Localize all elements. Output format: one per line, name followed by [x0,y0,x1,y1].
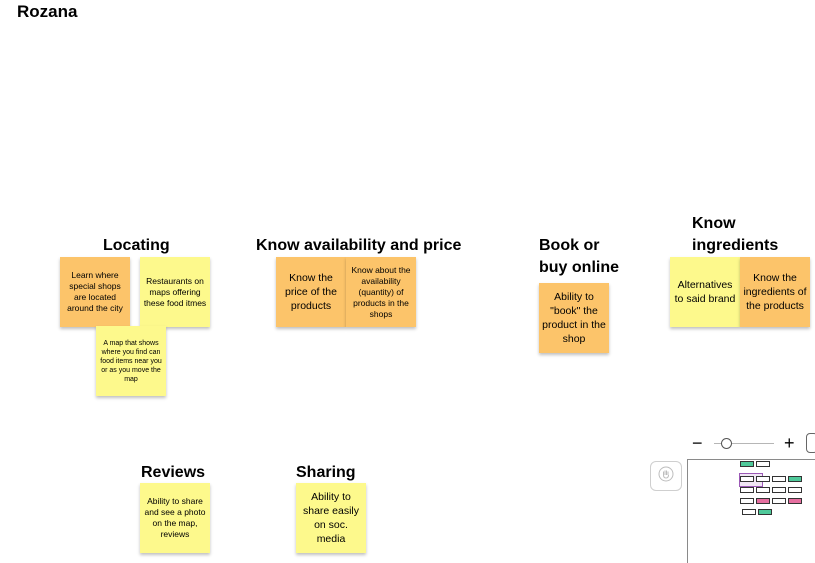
heading-book-buy[interactable]: Book or buy online [539,235,619,279]
minimap-item [740,487,754,493]
minimap-item [742,509,756,515]
heading-line: ingredients [692,237,779,254]
sticky-note[interactable]: A map that shows where you find can food… [96,326,166,396]
heading-line: Book or [539,237,600,254]
sticky-note[interactable]: Learn where special shops are located ar… [60,257,130,327]
sticky-note[interactable]: Ability to share and see a photo on the … [140,483,210,553]
minimap[interactable] [687,459,815,563]
minimap-item [772,476,786,482]
sticky-note[interactable]: Restaurants on maps offering these food … [140,257,210,327]
heading-sharing[interactable]: Sharing [296,464,356,481]
zoom-in-button[interactable]: + [784,433,795,453]
zoom-control: − + [688,432,815,454]
board-title: Rozana [17,2,78,21]
minimap-item [758,509,772,515]
minimap-item [756,476,770,482]
minimap-item [740,476,754,482]
sticky-note[interactable]: Ability to "book" the product in the sho… [539,283,609,353]
minimap-item [772,498,786,504]
heading-know-ingredients[interactable]: Know ingredients [692,213,778,257]
minimap-item [756,461,770,467]
zoom-out-button[interactable]: − [692,433,703,453]
heading-line: Know [692,215,736,232]
minimap-item [740,461,754,467]
minimap-item [788,476,802,482]
heading-availability-price[interactable]: Know availability and price [256,237,462,254]
pan-tool-button[interactable] [650,461,682,491]
heading-locating[interactable]: Locating [103,237,170,254]
minimap-item [756,498,770,504]
minimap-item [756,487,770,493]
sticky-note[interactable]: Ability to share easily on soc. media [296,483,366,553]
heading-line: buy online [539,259,619,276]
minimap-item [788,487,802,493]
sticky-note[interactable]: Know the price of the products [276,257,346,327]
zoom-slider-track[interactable] [714,443,774,444]
minimap-item [788,498,802,504]
heading-reviews[interactable]: Reviews [141,464,206,481]
minimap-item [772,487,786,493]
zoom-slider-handle[interactable] [721,438,732,449]
hand-icon [658,466,674,487]
sticky-note[interactable]: Alternatives to said brand [670,257,740,327]
fit-view-button[interactable] [806,433,815,453]
minimap-item [740,498,754,504]
sticky-note[interactable]: Know the ingredients of the products [740,257,810,327]
sticky-note[interactable]: Know about the availability (quantity) o… [346,257,416,327]
